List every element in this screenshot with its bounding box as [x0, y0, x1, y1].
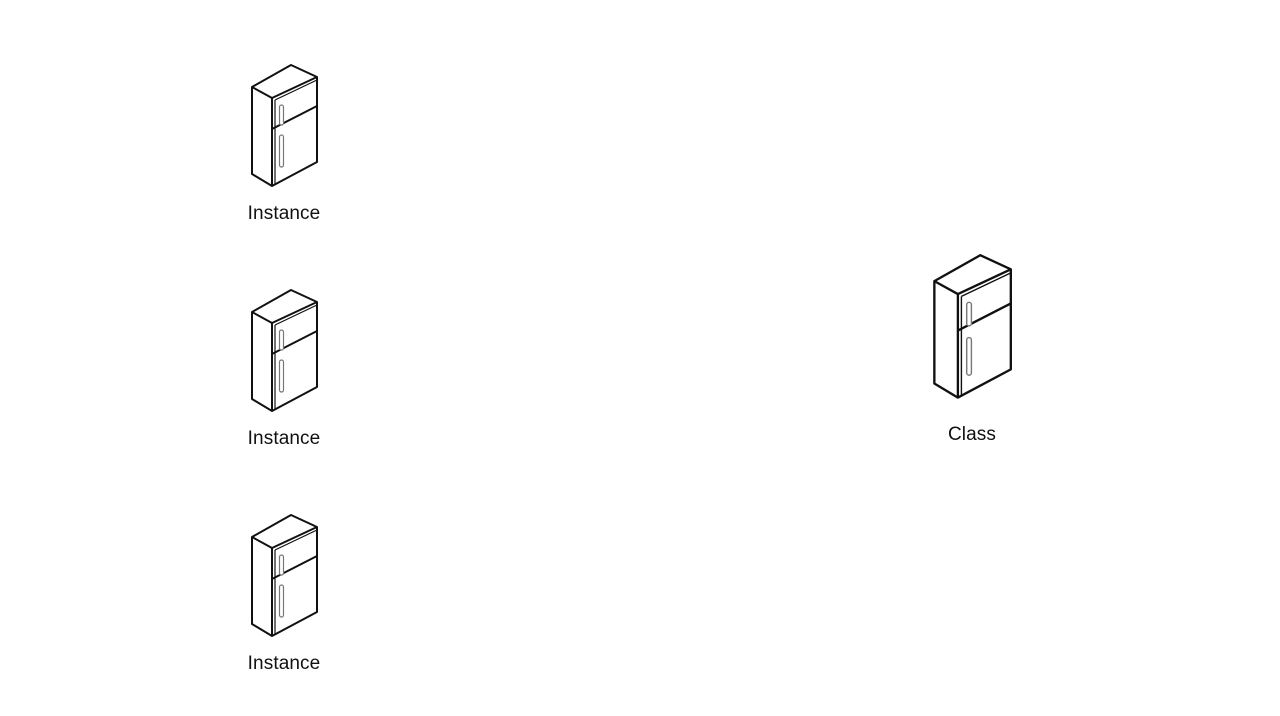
class-label: Class	[947, 424, 996, 445]
refrigerator-icon	[251, 514, 318, 637]
instance-label: Instance	[247, 653, 321, 674]
refrigerator-icon	[933, 254, 1013, 399]
instance-label: Instance	[247, 203, 321, 224]
class-node: Class	[922, 254, 1022, 446]
instance-node-1: Instance	[234, 64, 334, 225]
instance-node-3: Instance	[234, 514, 334, 675]
instance-label: Instance	[247, 428, 321, 449]
refrigerator-icon	[251, 289, 318, 412]
refrigerator-icon	[251, 64, 318, 187]
instance-node-2: Instance	[234, 289, 334, 450]
